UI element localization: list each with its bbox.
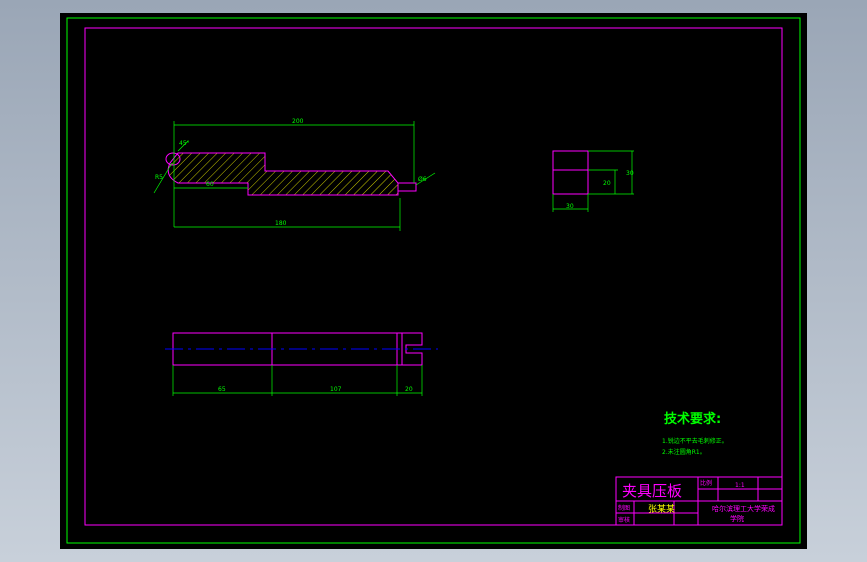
outer-frame — [66, 17, 801, 544]
title-cell-drawn: 制图 — [618, 504, 630, 512]
inner-border — [84, 27, 783, 526]
side-view — [552, 150, 634, 212]
tech-requirement-1: 1.锐边不平去毛刺修正。 — [662, 437, 728, 445]
dim-side-outer: 30 — [626, 170, 634, 177]
dim-left-angle: R5 — [155, 174, 163, 181]
top-view — [165, 332, 438, 396]
title-cell-scale: 比例 — [700, 479, 712, 487]
title-cell-review: 审核 — [618, 516, 630, 524]
dim-right-hole: Ø6 — [418, 176, 427, 183]
title-cell-quantity: 1:1 — [735, 482, 745, 489]
dim-left-small: 60 — [206, 181, 214, 188]
school-line-1: 哈尔滨理工大学荣成 — [712, 504, 775, 513]
dim-side-inner: 20 — [603, 180, 611, 187]
dim-bottom-seg2: 107 — [330, 386, 342, 393]
dim-top-overall: 200 — [292, 118, 304, 125]
right-slot — [397, 182, 417, 192]
dim-left-chamfer: 45° — [179, 140, 190, 147]
part-name: 夹具压板 — [622, 482, 682, 500]
tech-requirements-heading: 技术要求: — [664, 411, 721, 427]
cad-drawing-sheet: 200 60 180 R5 45° Ø6 30 20 30 — [66, 17, 801, 544]
dim-bottom-overall: 180 — [275, 220, 287, 227]
dim-side-width: 30 — [566, 203, 574, 210]
front-view — [153, 121, 436, 231]
school-line-2: 学院 — [730, 514, 744, 523]
dim-bottom-seg3: 20 — [405, 386, 413, 393]
dim-bottom-seg1: 65 — [218, 386, 226, 393]
front-dimension-lines — [153, 121, 436, 231]
front-view-outline — [167, 152, 399, 196]
title-cell-signature: 张某某 — [648, 504, 675, 515]
title-block — [615, 476, 783, 526]
tech-requirement-2: 2.未注圆角R1。 — [662, 448, 706, 456]
drawing-viewport[interactable]: 200 60 180 R5 45° Ø6 30 20 30 — [60, 13, 807, 549]
left-round-end — [165, 152, 181, 166]
